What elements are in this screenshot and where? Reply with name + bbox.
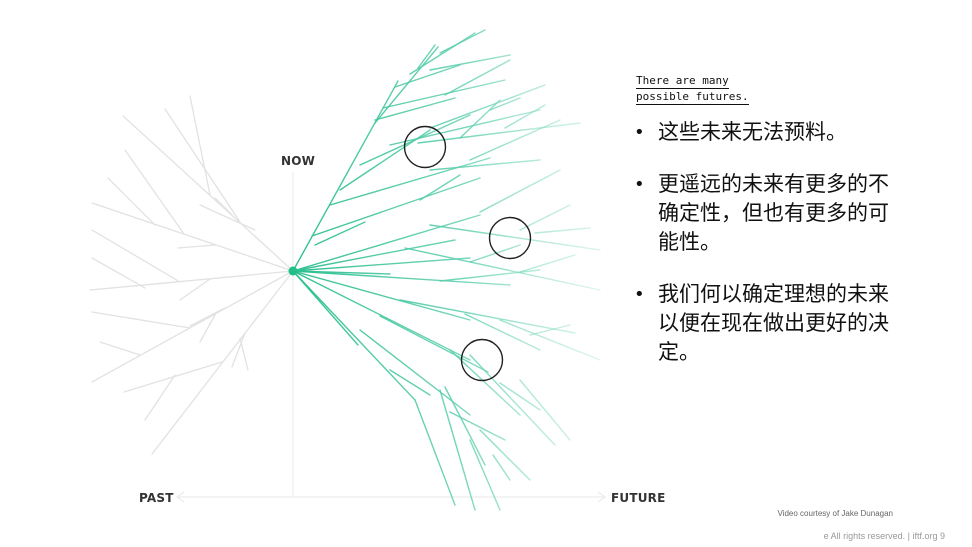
bullet-list: 这些未来无法预料。 更遥远的未来有更多的不确定性，但也有更多的可能性。 我们何以… [632,118,932,390]
axes [175,172,607,503]
past-branches [89,95,294,455]
now-origin-dot [288,266,298,276]
highlight-circle-lower [460,338,504,382]
highlight-circles [403,125,532,382]
bullet-item: 这些未来无法预料。 [632,118,932,147]
future-label: FUTURE [611,491,666,505]
video-credit: Video courtesy of Jake Dunagan [777,509,893,518]
slide-footer: e All rights reserved. | iftf.org 9 [823,531,945,541]
future-branches [292,29,601,511]
diagram-heading: There are many possible futures. [636,73,749,105]
heading-line-2: possible futures. [636,90,749,105]
heading-line-1: There are many [636,74,729,89]
past-label: PAST [139,491,174,505]
bullet-item: 我们何以确定理想的未来以便在现在做出更好的决定。 [632,280,908,367]
bullet-item: 更遥远的未来有更多的不确定性，但也有更多的可能性。 [632,170,903,257]
highlight-circle-upper [403,125,447,169]
highlight-circle-right [488,216,532,260]
now-label: NOW [281,154,316,168]
